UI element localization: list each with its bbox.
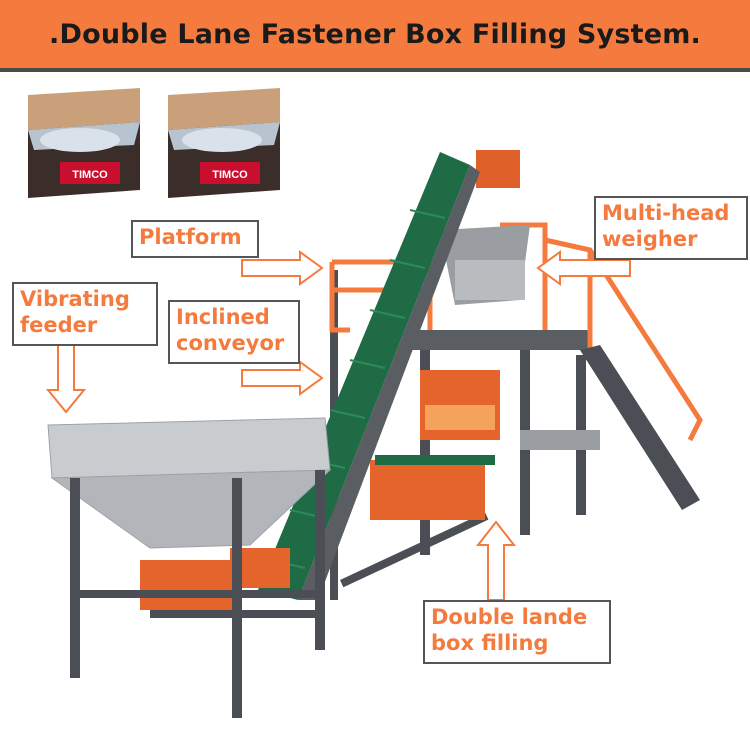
callout-arrows [45,250,631,601]
product-box-left [28,88,140,198]
machine-photo: TIMCO TIMCO [28,88,703,718]
vibrating-feeder-drawing [47,417,332,718]
box-brand-text: TIMCO [72,169,108,181]
label-platform: Platform [131,220,259,258]
platform-railing [329,222,703,442]
label-inclined-conveyor: Inclined conveyor [168,300,300,364]
multi-head-weigher-drawing [440,150,530,305]
label-double-lane-box-filling: Double lande box filling [423,600,611,664]
platform-deck [410,330,590,350]
product-box-right [168,88,280,198]
box-brand-text: TIMCO [212,169,248,181]
label-vibrating-feeder: Vibrating feeder [12,282,158,346]
page-title: .Double Lane Fastener Box Filling System… [49,18,701,50]
label-multi-head-weigher: Multi-head weigher [594,196,748,260]
title-banner: .Double Lane Fastener Box Filling System… [0,0,750,72]
stairs [580,345,700,510]
box-filling-station-drawing [370,370,600,520]
